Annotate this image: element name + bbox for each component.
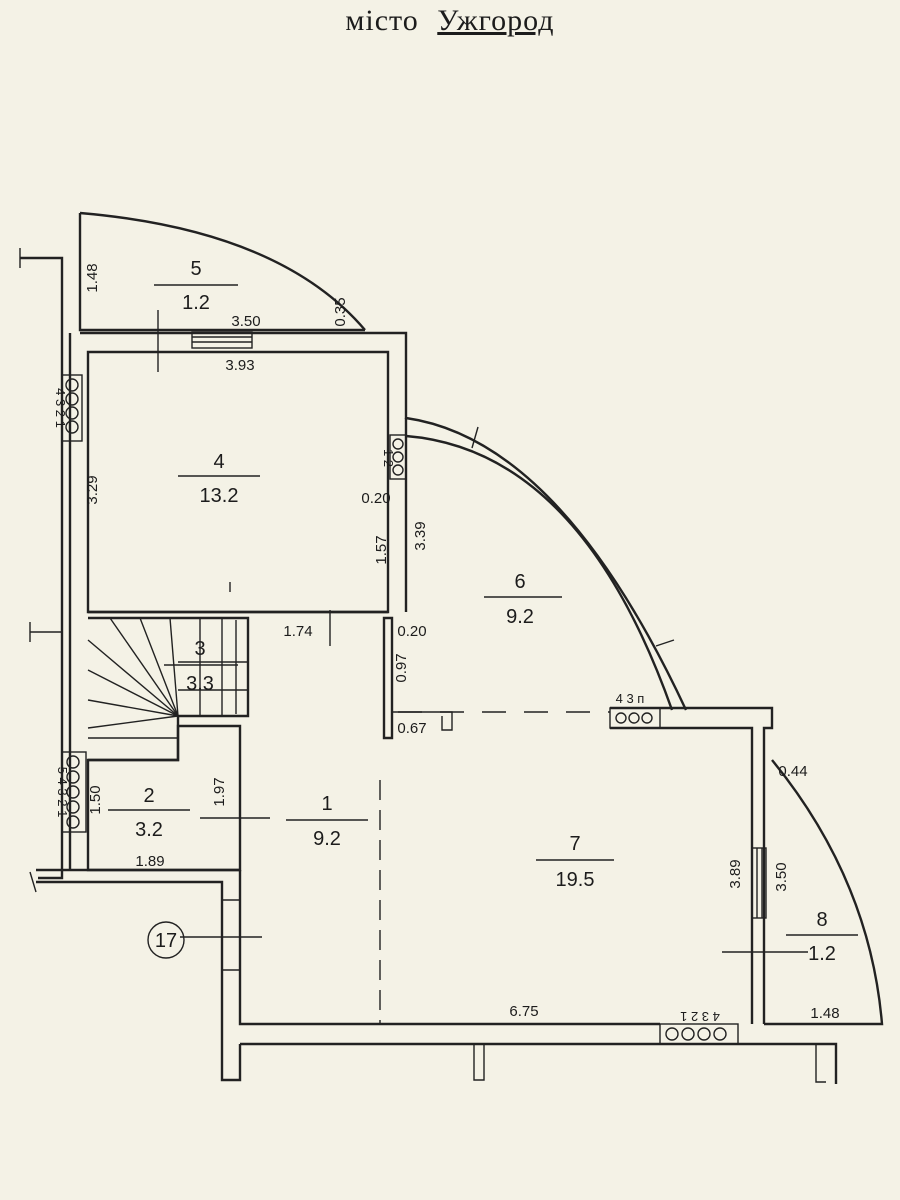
- dim-label: 0.35: [332, 297, 349, 326]
- room-4-area: 13.2: [200, 485, 239, 507]
- left-exterior-wall: [20, 256, 64, 880]
- marker-circle: [147, 921, 185, 959]
- dim-label: 3.93: [225, 357, 254, 374]
- dim-label: 0.97: [393, 653, 410, 682]
- room-4-inner: [86, 350, 390, 614]
- vent-label: 4 3 п: [616, 691, 645, 706]
- room-1-outline: [238, 870, 660, 1026]
- vent-room-7-top: [609, 707, 661, 729]
- window-room-7: [751, 847, 767, 919]
- room-1-area: 9.2: [313, 828, 341, 850]
- dim-label: 3.50: [231, 313, 260, 330]
- room-4-number: 4: [213, 451, 224, 473]
- dim-label: 0.20: [361, 490, 390, 507]
- room-3-area: 3.3: [186, 673, 214, 695]
- marker-circle-label: 17: [155, 930, 177, 952]
- vent-label: 4 3 2 1: [53, 388, 68, 428]
- room-1-number: 1: [321, 793, 332, 815]
- room-6-glazing: [471, 426, 675, 647]
- vent-label: 1 2: [381, 449, 396, 467]
- balcony-5-arc: [79, 211, 366, 331]
- header-city: Ужгород: [437, 4, 555, 37]
- vent-room-4: [389, 434, 407, 480]
- dim-label: 3.39: [412, 521, 429, 550]
- bottom-exterior-wall: [240, 1042, 838, 1084]
- room-6-number: 6: [514, 571, 525, 593]
- dim-label: 1.97: [211, 777, 228, 806]
- room-3-number: 3: [194, 638, 205, 660]
- vent-label: 5 4 3 2 1: [55, 767, 70, 818]
- room-6-area: 9.2: [506, 606, 534, 628]
- room-7-area: 19.5: [556, 869, 595, 891]
- room-4-outer-wall: [80, 331, 688, 711]
- vent-left-bottom: [61, 751, 87, 833]
- dim-label: 1.50: [87, 785, 104, 814]
- room-7-number: 7: [569, 833, 580, 855]
- dim-label: 1.74: [283, 623, 312, 640]
- dim-label: 0.67: [397, 720, 426, 737]
- dim-label: 1.48: [810, 1005, 839, 1022]
- sheet-header: місто Ужгород: [0, 4, 900, 38]
- header-prefix: місто: [345, 4, 419, 37]
- dim-label: 0.20: [397, 623, 426, 640]
- vent-label: 4 3 2 1: [680, 1009, 720, 1024]
- room-5-number: 5: [190, 258, 201, 280]
- balcony-8-outline: [764, 759, 884, 1026]
- vent-left-top: [61, 374, 83, 442]
- vent-room-7-bottom: [659, 1023, 739, 1045]
- room-8-area: 1.2: [808, 943, 836, 965]
- dim-label: 1.57: [373, 535, 390, 564]
- room-7-outline: [610, 706, 774, 1024]
- window-room-4: [191, 331, 253, 349]
- dim-label: 3.50: [773, 862, 790, 891]
- room-2-number: 2: [143, 785, 154, 807]
- dim-label: 3.29: [84, 475, 101, 504]
- room-5-area: 1.2: [182, 292, 210, 314]
- dim-label: 0.44: [778, 763, 807, 780]
- staircase: [87, 617, 248, 739]
- room-6-arc-inner: [405, 434, 674, 711]
- room-8-number: 8: [816, 909, 827, 931]
- partition-1-6: [382, 616, 394, 740]
- dim-label: 3.89: [727, 859, 744, 888]
- balcony-5-outline: [78, 213, 365, 332]
- room-2-area: 3.2: [135, 819, 163, 841]
- dim-label: 1.48: [84, 263, 101, 292]
- dim-label: 1.89: [135, 853, 164, 870]
- dim-label: 6.75: [509, 1003, 538, 1020]
